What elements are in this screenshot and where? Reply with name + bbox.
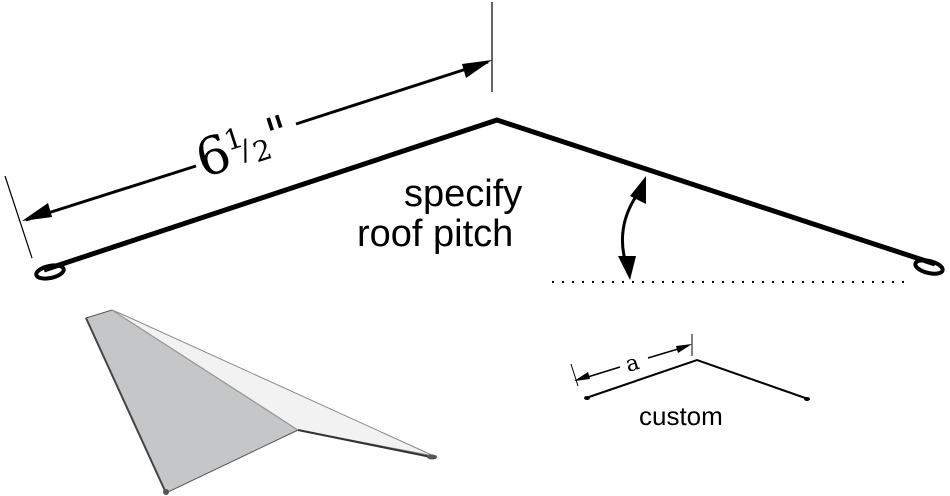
panel-ridge-line [111,309,299,431]
length-label: 6 1 / 2 " [188,105,297,191]
arrowhead-left [22,203,52,221]
left-hem [34,263,66,281]
right-hem [913,258,945,276]
panel-hem-right [427,454,437,460]
panel-right-edge [297,429,437,459]
arrowhead-right [462,60,492,78]
pitch-arrowhead-bottom [618,256,636,280]
custom-hem-right [804,397,810,401]
pitch-label-line1: specify [404,173,522,215]
ridge-cap-3d-illustration [85,309,437,495]
pitch-label-line2: roof pitch [357,213,513,255]
custom-profile-line [585,358,809,400]
custom-hem-left [584,396,590,400]
custom-arrowhead-right [676,344,692,353]
custom-caption: custom [639,401,723,431]
dimension-extension-left [4,175,33,259]
ridge-cap-profile [34,117,945,281]
custom-arrowhead-left [574,372,590,381]
roof-pitch-annotation: specify roof pitch [357,173,905,283]
dimension-arrow-left [25,164,197,222]
custom-extension-left [570,363,579,387]
custom-dimension-label: a [623,350,643,378]
dimension-arrow-right [295,60,489,126]
panel-hem-left [163,489,169,495]
custom-profile: a custom [570,334,810,431]
pitch-arrowhead-top [630,176,646,204]
panel-left-edge [85,317,167,494]
